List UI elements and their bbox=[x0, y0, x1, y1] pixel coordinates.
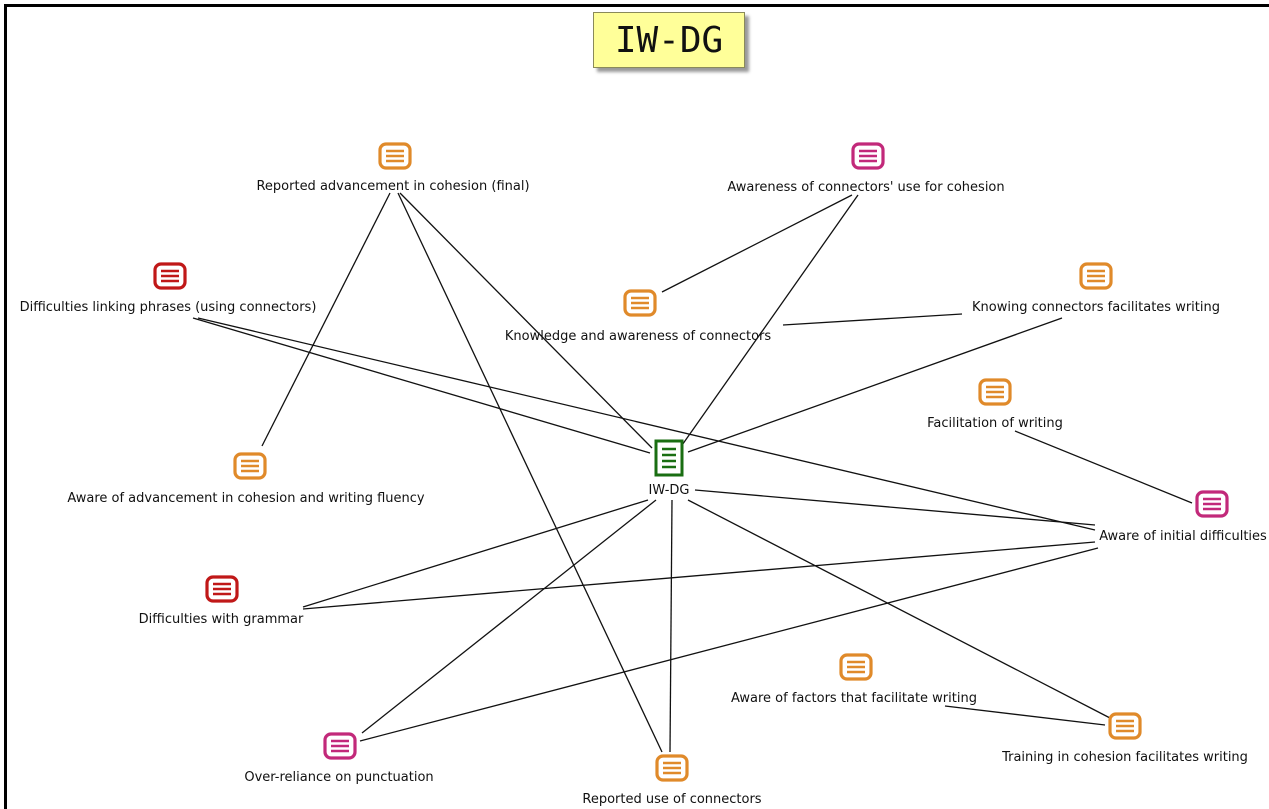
node-label: Aware of initial difficulties bbox=[1099, 529, 1267, 544]
edge-n1-n13 bbox=[397, 192, 663, 753]
memo-icon bbox=[851, 142, 885, 170]
node-label: Facilitation of writing bbox=[927, 416, 1063, 431]
memo-icon bbox=[655, 754, 689, 782]
node-layer: IW-DG Reported advancement in cohesion (f… bbox=[20, 142, 1267, 807]
node-label: Difficulties linking phrases (using conn… bbox=[20, 300, 317, 315]
memo-icon bbox=[233, 452, 267, 480]
edge-n2-n4 bbox=[661, 194, 853, 293]
node-n9[interactable]: Difficulties with grammar bbox=[139, 575, 304, 627]
edge-n3-center bbox=[192, 317, 651, 454]
edge-n4-n5 bbox=[782, 313, 963, 326]
document-lines-icon bbox=[654, 439, 684, 477]
node-n6[interactable]: Facilitation of writing bbox=[927, 378, 1063, 431]
node-label: Awareness of connectors' use for cohesio… bbox=[727, 180, 1004, 195]
node-n7[interactable]: Aware of advancement in cohesion and wri… bbox=[67, 452, 425, 506]
edge-center-n12 bbox=[361, 499, 657, 734]
memo-icon bbox=[1108, 712, 1142, 740]
node-n2[interactable]: Awareness of connectors' use for cohesio… bbox=[727, 142, 1005, 195]
edge-n3-n8 bbox=[197, 317, 1096, 531]
memo-icon bbox=[623, 289, 657, 317]
node-n3[interactable]: Difficulties linking phrases (using conn… bbox=[20, 262, 317, 315]
edge-n10-n11 bbox=[944, 705, 1106, 726]
node-n13[interactable]: Reported use of connectors bbox=[582, 754, 762, 807]
edge-center-n11 bbox=[687, 499, 1111, 719]
edge-n1-n7 bbox=[261, 192, 391, 447]
node-n4[interactable]: Knowledge and awareness of connectors bbox=[505, 289, 772, 344]
node-label: Difficulties with grammar bbox=[139, 612, 304, 627]
memo-icon bbox=[378, 142, 412, 170]
memo-icon bbox=[1195, 490, 1229, 518]
memo-icon bbox=[839, 653, 873, 681]
node-label: Knowledge and awareness of connectors bbox=[505, 329, 772, 344]
memo-icon bbox=[978, 378, 1012, 406]
node-label: Over-reliance on punctuation bbox=[244, 770, 433, 785]
node-label: IW-DG bbox=[649, 483, 690, 498]
edge-layer bbox=[192, 192, 1193, 753]
memo-icon bbox=[205, 575, 239, 603]
edge-n6-n8 bbox=[1014, 430, 1193, 504]
edge-n2-center bbox=[679, 194, 859, 449]
edge-center-n8 bbox=[694, 489, 1096, 526]
node-label: Aware of factors that facilitate writing bbox=[731, 691, 977, 706]
node-n8[interactable]: Aware of initial difficulties bbox=[1099, 490, 1267, 544]
center-node[interactable]: IW-DG bbox=[649, 439, 690, 498]
node-label: Reported use of connectors bbox=[582, 792, 761, 807]
edge-n8-n12 bbox=[359, 547, 1099, 742]
node-n1[interactable]: Reported advancement in cohesion (final) bbox=[256, 142, 530, 194]
memo-icon bbox=[153, 262, 187, 290]
node-label: Knowing connectors facilitates writing bbox=[972, 300, 1220, 315]
edge-n1-center bbox=[399, 192, 653, 449]
edge-n5-center bbox=[687, 317, 1063, 453]
node-n12[interactable]: Over-reliance on punctuation bbox=[244, 732, 434, 785]
diagram-canvas bbox=[4, 4, 1269, 809]
edge-center-n9 bbox=[302, 499, 649, 608]
memo-icon bbox=[323, 732, 357, 760]
node-label: Reported advancement in cohesion (final) bbox=[256, 179, 529, 194]
memo-icon bbox=[1079, 262, 1113, 290]
node-n11[interactable]: Training in cohesion facilitates writing bbox=[1001, 712, 1248, 765]
node-n10[interactable]: Aware of factors that facilitate writing bbox=[731, 653, 977, 706]
edge-center-n13 bbox=[669, 499, 673, 753]
diagram-title: IW-DG bbox=[593, 12, 745, 68]
node-label: Training in cohesion facilitates writing bbox=[1001, 750, 1248, 765]
node-label: Aware of advancement in cohesion and wri… bbox=[67, 491, 425, 506]
node-n5[interactable]: Knowing connectors facilitates writing bbox=[972, 262, 1220, 315]
edge-n8-n9 bbox=[302, 541, 1096, 610]
